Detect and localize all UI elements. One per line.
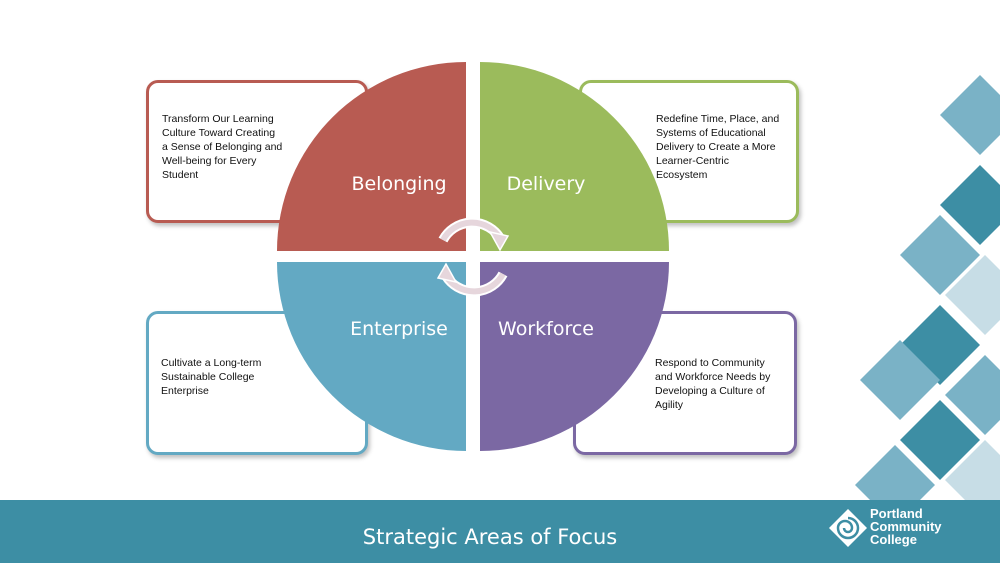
- diamond-shape: [940, 75, 1000, 155]
- logo-line: Community: [870, 519, 942, 534]
- diamond-shape: [945, 355, 1000, 435]
- description-line: Learner-Centric: [656, 155, 729, 167]
- enterprise-description: Cultivate a Long-term Sustainable Colleg…: [161, 356, 281, 398]
- description-line: and Workforce Needs by: [655, 371, 771, 383]
- quadrant-label-enterprise: Enterprise: [350, 318, 448, 340]
- description-line: Agility: [655, 399, 684, 411]
- description-line: Sustainable College: [161, 371, 255, 383]
- diamond-shape: [900, 400, 980, 480]
- description-line: a Sense of Belonging and: [162, 141, 283, 153]
- quadrant-label-workforce: Workforce: [498, 318, 594, 340]
- delivery-description: Redefine Time, Place, and Systems of Edu…: [656, 112, 796, 182]
- quadrant-enterprise: [277, 262, 466, 451]
- description-line: Cultivate a Long-term: [161, 357, 262, 369]
- cycle-arrow-bottom-outline: [443, 272, 506, 295]
- description-line: Developing a Culture of: [655, 385, 765, 397]
- description-line: Delivery to Create a More: [656, 141, 776, 153]
- description-line: Respond to Community: [655, 357, 765, 369]
- workforce-description: Respond to Community and Workforce Needs…: [655, 356, 795, 412]
- description-line: Redefine Time, Place, and: [656, 113, 780, 125]
- description-line: Culture Toward Creating: [162, 127, 276, 139]
- college-logo-wordmark: Portland Community College: [870, 507, 942, 546]
- diamond-shape: [900, 215, 980, 295]
- cycle-arrowhead-bottom: [436, 262, 458, 284]
- slide-title: Strategic Areas of Focus: [362, 525, 618, 549]
- description-line: Enterprise: [161, 385, 209, 397]
- quadrant-label-belonging: Belonging: [351, 173, 446, 195]
- diamond-shape: [940, 165, 1000, 245]
- description-line: Transform Our Learning: [162, 113, 274, 125]
- quadrant-belonging: [277, 62, 466, 251]
- logo-line: College: [870, 532, 917, 547]
- quadrant-label-delivery: Delivery: [507, 173, 586, 195]
- logo-line: Portland: [870, 506, 923, 521]
- quadrant-workforce: [480, 262, 669, 451]
- belonging-description: Transform Our Learning Culture Toward Cr…: [162, 112, 302, 182]
- diamond-shape: [945, 255, 1000, 335]
- description-line: Well-being for Every: [162, 155, 257, 167]
- diamond-shape: [860, 340, 940, 420]
- quadrant-delivery: [480, 62, 669, 251]
- college-logo-icon: [829, 509, 867, 547]
- cycle-arrowhead-top: [488, 230, 510, 252]
- description-line: Ecosystem: [656, 169, 708, 181]
- description-line: Systems of Educational: [656, 127, 766, 139]
- description-line: Student: [162, 169, 199, 181]
- cycle-arrow-top-outline: [440, 219, 503, 242]
